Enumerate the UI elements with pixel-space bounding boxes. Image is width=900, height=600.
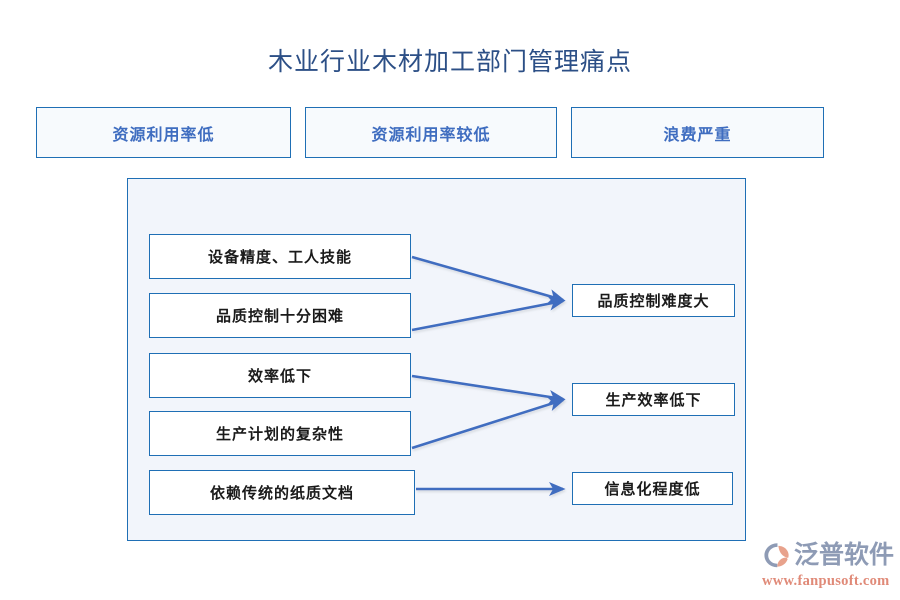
- effect-box-label: 生产效率低下: [605, 392, 702, 409]
- cause-box-quality-control-difficult[interactable]: 品质控制十分困难: [149, 293, 411, 338]
- top-box-label: 资源利用率较低: [371, 126, 491, 144]
- effect-box-label: 品质控制难度大: [597, 293, 710, 310]
- effect-box-low-informatization[interactable]: 信息化程度低: [572, 472, 733, 505]
- watermark-brand-name: 泛普软件: [794, 541, 895, 569]
- top-box-label: 浪费严重: [663, 126, 732, 144]
- cause-box-label: 品质控制十分困难: [215, 308, 344, 325]
- leaf-circle-logo-icon: [764, 543, 789, 568]
- page-title: 木业行业木材加工部门管理痛点: [267, 48, 632, 76]
- cause-box-production-plan-complexity[interactable]: 生产计划的复杂性: [149, 411, 411, 456]
- cause-box-label: 设备精度、工人技能: [207, 249, 352, 266]
- cause-box-equipment-precision-worker-skill[interactable]: 设备精度、工人技能: [149, 234, 411, 279]
- watermark-logo: 泛普软件 www.fanpusoft.com: [762, 538, 894, 594]
- effect-box-low-production-efficiency[interactable]: 生产效率低下: [572, 383, 735, 416]
- top-box-serious-waste[interactable]: 浪费严重: [571, 107, 824, 158]
- top-box-label: 资源利用率低: [112, 126, 215, 144]
- cause-box-label: 效率低下: [247, 368, 312, 385]
- effect-box-label: 信息化程度低: [604, 481, 701, 498]
- effect-box-quality-control-hard[interactable]: 品质控制难度大: [572, 284, 735, 317]
- top-box-resource-utilization-low[interactable]: 资源利用率低: [36, 107, 291, 158]
- top-box-resource-utilization-relatively-low[interactable]: 资源利用率较低: [305, 107, 557, 158]
- cause-box-low-efficiency[interactable]: 效率低下: [149, 353, 411, 398]
- cause-box-label: 生产计划的复杂性: [215, 426, 344, 443]
- cause-box-label: 依赖传统的纸质文档: [209, 485, 354, 502]
- watermark-url: www.fanpusoft.com: [762, 573, 890, 589]
- cause-box-reliance-on-paper-documents[interactable]: 依赖传统的纸质文档: [149, 470, 415, 515]
